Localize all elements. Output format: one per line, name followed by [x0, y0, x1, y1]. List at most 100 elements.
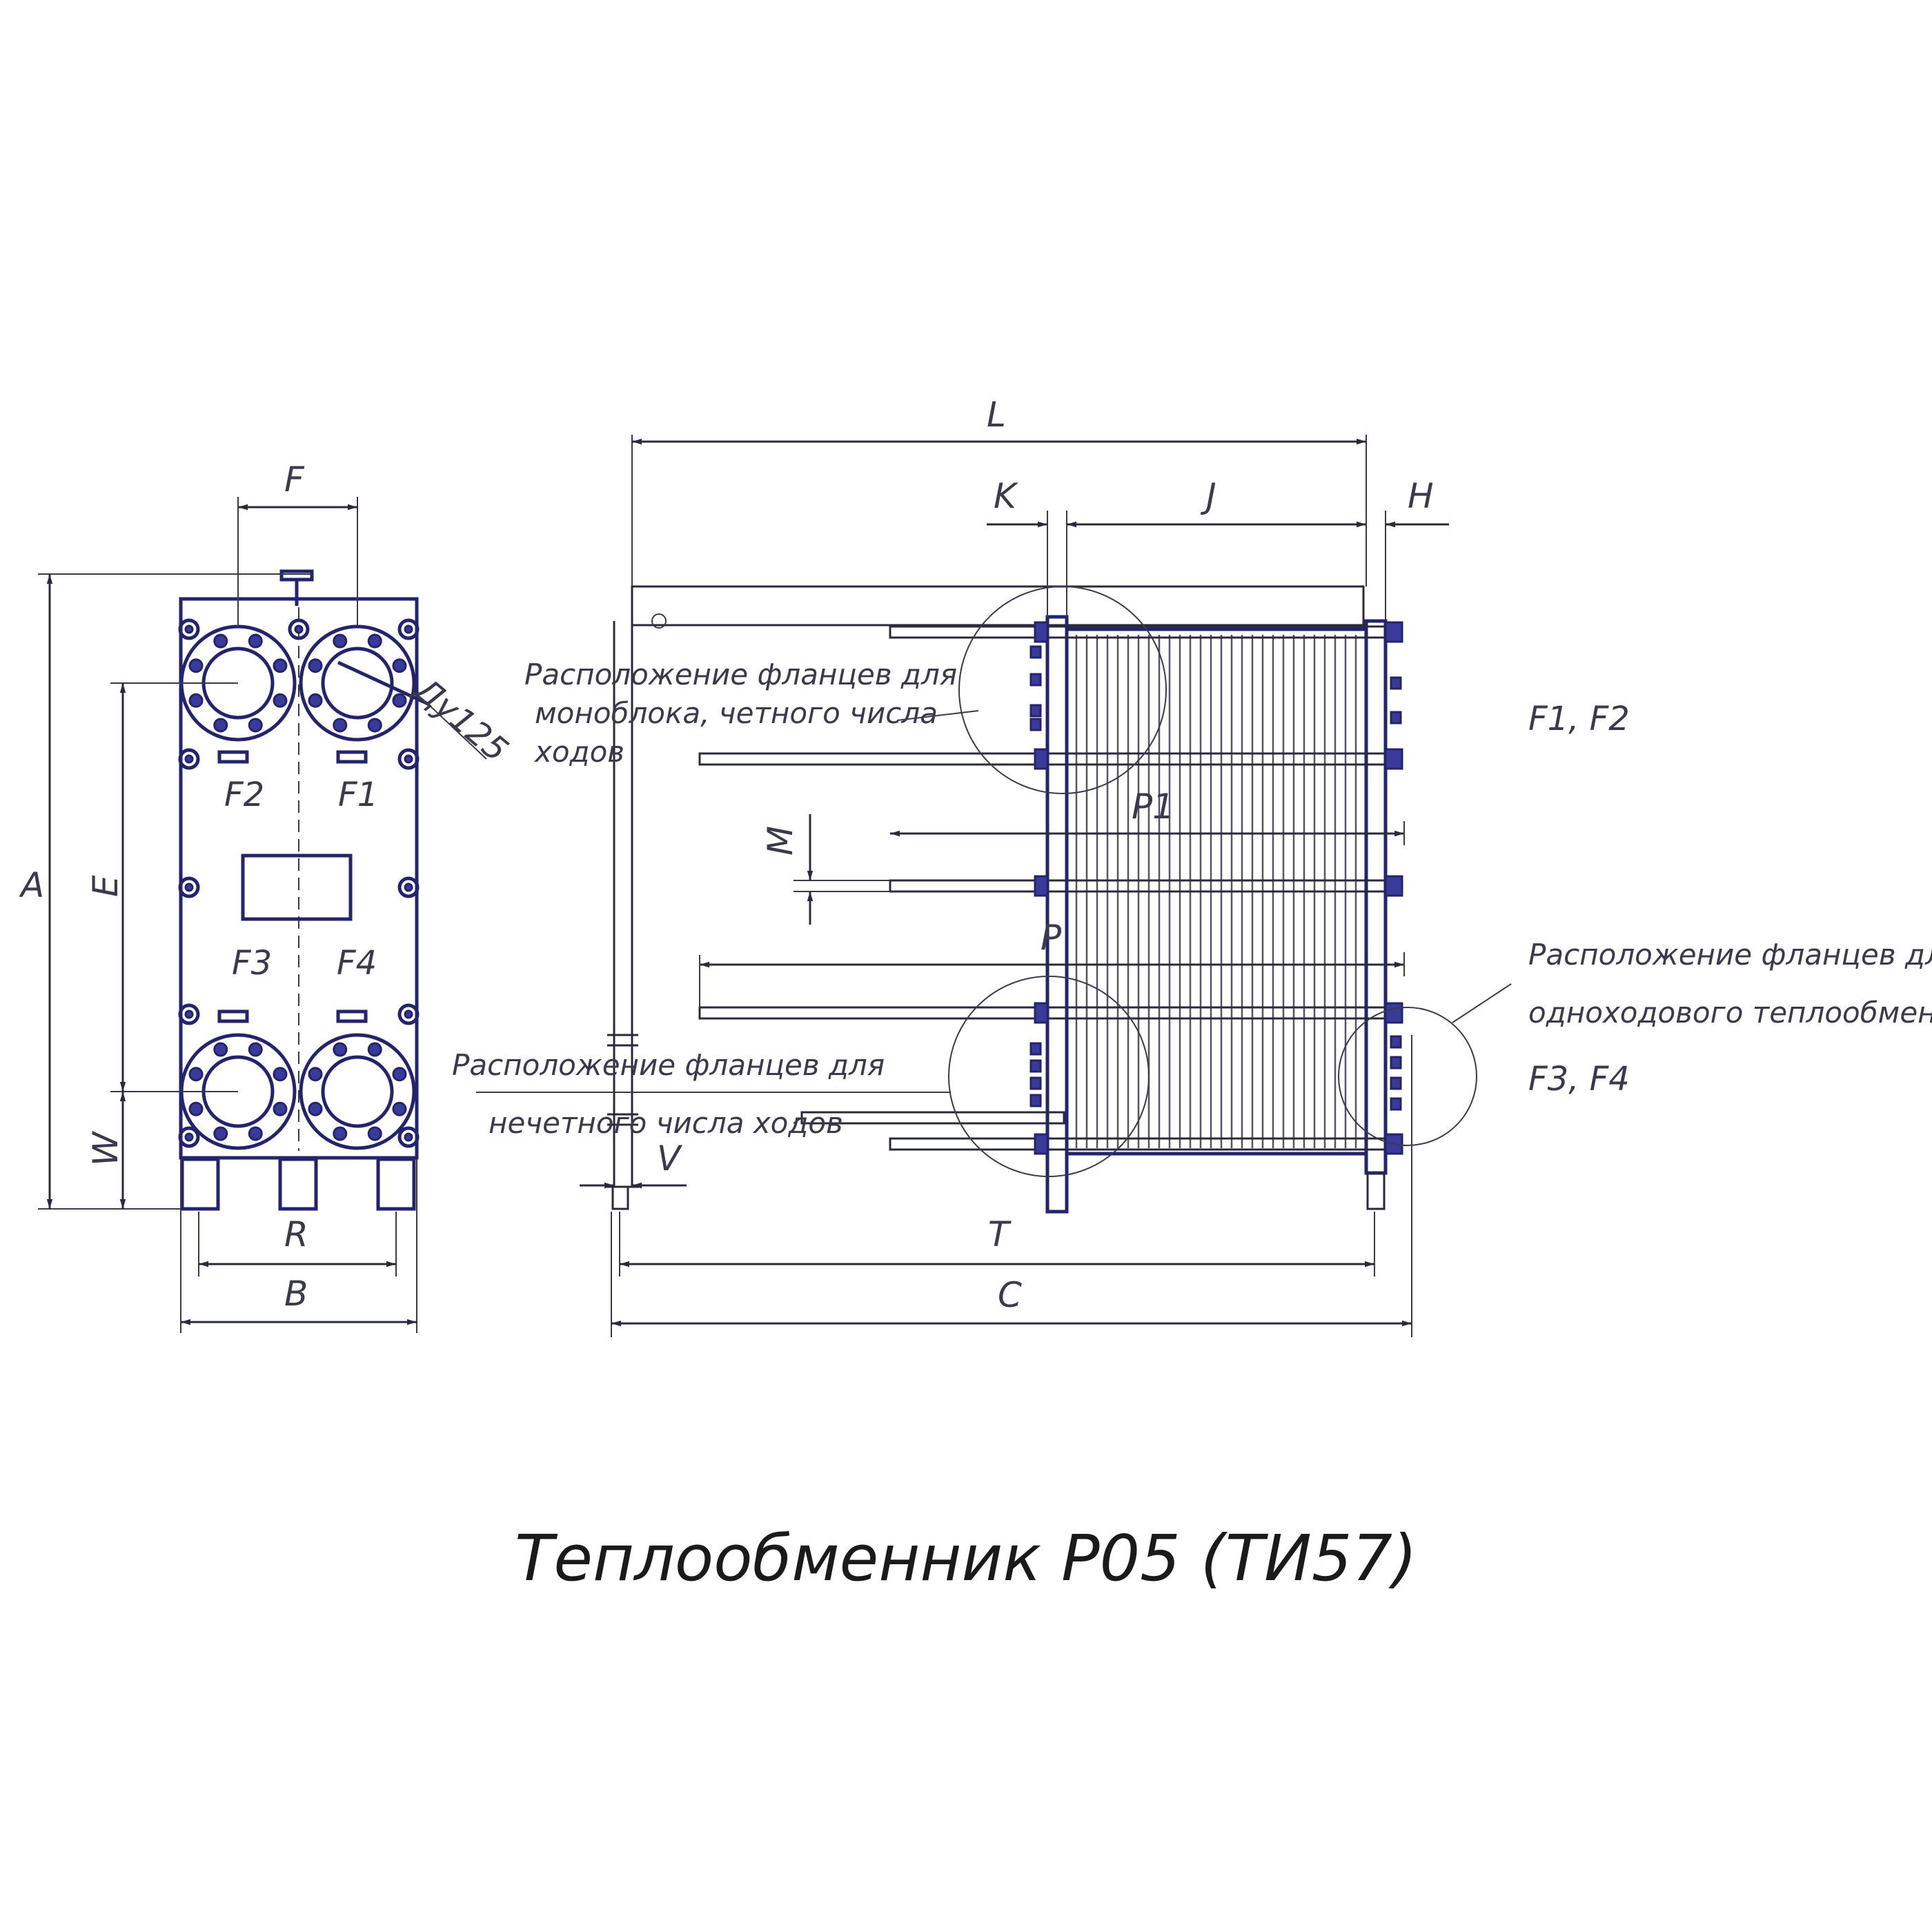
callout-circle-odd	[948, 976, 1150, 1177]
flange-bolt	[248, 718, 263, 733]
flange-bolt	[392, 1101, 407, 1116]
callout-ports-single: F3, F4	[1528, 1060, 1630, 1098]
flange-bolt	[213, 1126, 228, 1141]
dim-P: P	[1041, 918, 1062, 958]
rod-nut	[1034, 875, 1049, 897]
port-label-F1: F1	[338, 776, 378, 814]
frame-bolt	[397, 618, 420, 640]
callout-even-line-3: ходов	[533, 735, 624, 769]
callout-even-line-1: Расположение фланцев для	[524, 658, 957, 691]
flange-bolt	[392, 1067, 407, 1082]
nameplate	[241, 854, 353, 921]
frame-bolt	[178, 1003, 200, 1025]
nominal-diameter-label: Ду125	[406, 669, 515, 769]
rod-nut	[1384, 875, 1403, 897]
callout-circle-even	[958, 586, 1167, 794]
frame-bolt	[178, 748, 200, 770]
flange-bolt	[392, 658, 407, 673]
drawing-title: Теплообменник Р05 (ТИ57)	[515, 1521, 1417, 1595]
flange-F1	[299, 624, 416, 742]
dim-H: H	[1408, 476, 1434, 516]
flange-bolt	[273, 693, 288, 708]
flange-stud	[1390, 1056, 1402, 1070]
flange-bolt	[188, 1101, 204, 1116]
dim-A: A	[19, 865, 44, 905]
flange-stud	[1390, 676, 1402, 690]
fixed-frame-plate	[1364, 619, 1388, 1175]
dim-R: R	[284, 1214, 308, 1254]
flange-stud	[1029, 704, 1042, 718]
flange-bolt	[333, 1126, 348, 1141]
front-view: Ду125 F2 F1 F3 F4 F A E W R B	[19, 460, 515, 1333]
side-view: L K J H P1 P M V T	[476, 395, 1512, 1337]
flange-F4	[299, 1033, 416, 1150]
flange-bolt	[273, 658, 288, 673]
callout-even-passes: Расположение фланцев для моноблока, четн…	[524, 658, 957, 769]
rod-nut	[1384, 621, 1403, 643]
callout-circle-single	[1338, 1007, 1477, 1146]
dim-B: B	[284, 1274, 308, 1314]
flange-bolt	[213, 1042, 228, 1057]
port-label-F2: F2	[224, 776, 264, 814]
flange-bolt	[392, 693, 407, 708]
leg	[376, 1157, 416, 1211]
frame-bolt	[397, 876, 420, 898]
rod-nut	[1034, 621, 1049, 643]
dim-P1: P1	[1132, 787, 1174, 827]
frame-bolt	[288, 618, 310, 640]
frame-bolt	[397, 1003, 420, 1025]
flange-stud	[1029, 1076, 1042, 1090]
frame-bolt	[397, 748, 420, 770]
flange-bolt	[188, 658, 204, 673]
leg	[278, 1157, 318, 1211]
dim-F: F	[284, 460, 305, 500]
carrying-bar	[631, 585, 1365, 627]
flange-bolt	[213, 633, 228, 649]
flange-stud	[1390, 1076, 1402, 1090]
flange-bolt	[213, 718, 228, 733]
dim-E: E	[86, 875, 126, 897]
flange-bolt	[308, 693, 323, 708]
port-label-F4: F4	[337, 944, 377, 983]
flange-bolt	[308, 1101, 323, 1116]
leg	[180, 1157, 220, 1211]
callout-odd-passes: Расположение фланцев для нечетного числа…	[452, 1048, 885, 1140]
dim-V: V	[657, 1138, 683, 1179]
flange-bolt	[188, 693, 204, 708]
dim-T: T	[988, 1214, 1012, 1254]
callout-single-pass: Расположение фланцев для одноходового те…	[1528, 938, 1932, 1029]
dim-M: M	[760, 826, 800, 856]
flange-bolt	[333, 1042, 348, 1057]
frame-bolt	[178, 876, 200, 898]
flange-stud	[1029, 645, 1042, 659]
dim-K: K	[994, 476, 1019, 516]
rod-nut	[1034, 1002, 1049, 1024]
flange-bolt	[248, 1126, 263, 1141]
flange-bolt	[273, 1101, 288, 1116]
frame-bolt	[178, 1126, 200, 1148]
flange-bolt	[333, 718, 348, 733]
rod-nut	[1384, 748, 1403, 770]
frame-bolt	[397, 1126, 420, 1148]
frame-bolt	[178, 618, 200, 640]
dim-L: L	[987, 395, 1006, 435]
flange-stud	[1029, 673, 1042, 687]
flange-stud	[1029, 1094, 1042, 1107]
callout-single-line-2: одноходового теплообменника	[1528, 996, 1932, 1029]
flange-stud	[1029, 1059, 1042, 1073]
flange-stud	[1029, 1042, 1042, 1056]
flange-stud	[1029, 718, 1042, 731]
callout-single-line-1: Расположение фланцев для	[1528, 938, 1932, 972]
rod-nut	[1384, 1002, 1403, 1024]
flange-bolt	[273, 1067, 288, 1082]
flange-stud	[1390, 1097, 1402, 1111]
flange-bolt	[367, 1042, 382, 1057]
callout-ports-even: F1, F2	[1528, 700, 1630, 738]
flange-bolt	[188, 1067, 204, 1082]
flange-bolt	[248, 633, 263, 649]
rod-nut	[1034, 1133, 1049, 1155]
callout-odd-line-1: Расположение фланцев для	[452, 1048, 885, 1082]
flange-stud	[1390, 1035, 1402, 1049]
flange-bolt	[333, 633, 348, 649]
